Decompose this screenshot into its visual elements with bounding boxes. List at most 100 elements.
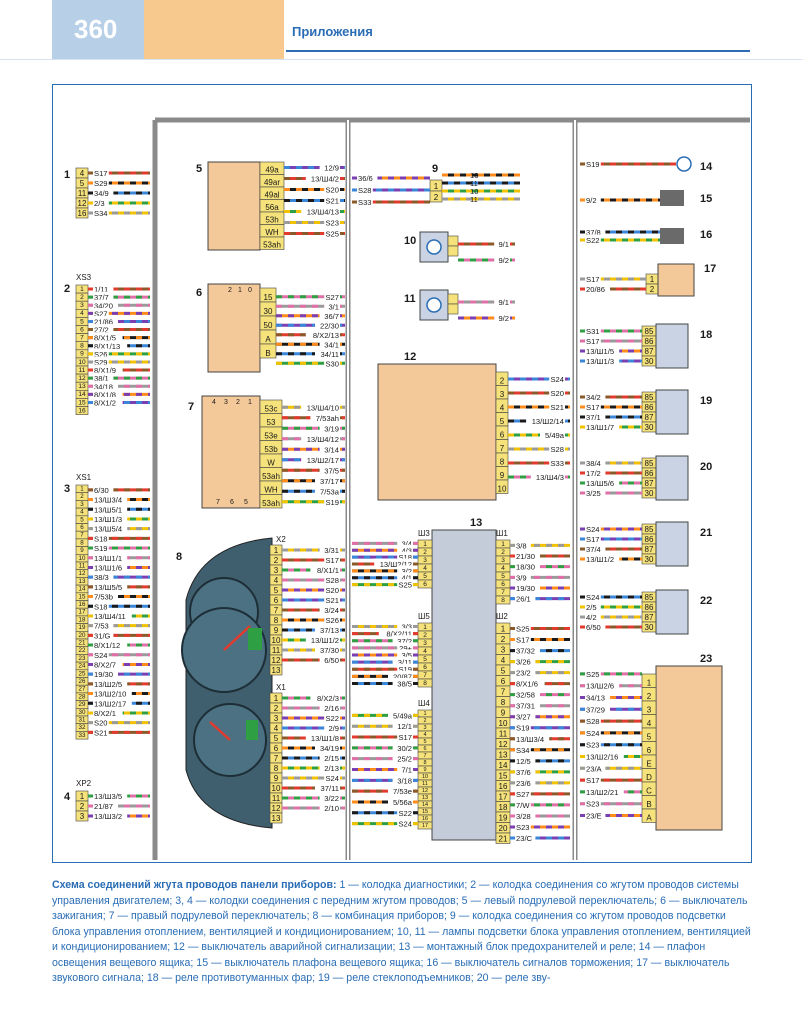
relay-22-body	[655, 589, 689, 635]
component-23-pin-label: C	[646, 786, 652, 795]
relay-18-pin-label: 86	[645, 337, 654, 346]
component-4-pin-label: 3	[80, 812, 85, 821]
fuse-block-sh4-wire-label-bg	[397, 731, 413, 741]
relay-22-number: 22	[700, 595, 712, 607]
component-8-x2-wire-label-bg	[324, 614, 340, 624]
component-6-pin-label: B	[265, 349, 270, 358]
component-23-pin-label: D	[646, 773, 652, 782]
fuse-block-sh1-pin-label: 1	[501, 541, 505, 548]
component-5-pin-label: 49al	[264, 190, 279, 199]
fuse-block-sh4-pin-label: 15	[422, 809, 428, 815]
relay-21-wire-label-bg	[585, 543, 606, 553]
component-10-wire-label: 9/2	[498, 256, 509, 265]
relay-20-number: 20	[700, 461, 712, 473]
component-23-pin-label: 2	[647, 692, 652, 701]
component-3-wire-label: 13/Ш1/6	[94, 563, 122, 572]
component-6-wire-label-bg	[324, 357, 340, 367]
relay-19-pin-label: 86	[645, 403, 654, 412]
component-3-wire-label-bg	[93, 649, 109, 659]
fuse-block-sh1-wire-label-bg	[515, 539, 531, 549]
component-11-pin	[447, 303, 459, 315]
fuse-block-sh1-pin-label: 5	[501, 573, 505, 580]
component-5-number: 5	[196, 163, 202, 175]
component-23-wire-label: S17	[586, 776, 600, 785]
component-3-wire-label: 13/Ш5/4	[94, 525, 122, 534]
component-12-wire-label: S21	[550, 403, 564, 412]
component-23-pin-label: A	[646, 813, 652, 822]
component-7-position-label: 7	[216, 499, 220, 506]
component-17-wire-label-bg	[585, 273, 601, 283]
relay-20-pin-label: 85	[645, 459, 654, 468]
fuse-block-sh5-wire-label: 3/11	[398, 658, 412, 667]
fuse-block-sh2-wire-label: 23/6	[516, 779, 531, 788]
component-1-wire-label-bg	[93, 167, 109, 177]
component-3-wire-label: S18	[94, 534, 108, 543]
component-3-pin-label: 26	[79, 678, 86, 685]
component-8-x2-pin	[269, 664, 283, 676]
fuse-block-sh3-wire-label-bg	[397, 579, 413, 589]
component-6-wire-label: 36/7	[324, 312, 339, 321]
component-4-wire-label: 21/87	[94, 802, 113, 811]
component-2-pin-label: 13	[78, 383, 86, 390]
relay-20-pin-label: 30	[645, 489, 654, 498]
fuse-block-sh2-wire-label: 23/C	[516, 834, 533, 843]
fuse-block-sh2-wire-label: 37/6	[516, 768, 531, 777]
component-7-wire-label-bg	[319, 422, 340, 432]
component-2-wire-label-bg	[93, 332, 123, 342]
component-3-pin-label: 29	[79, 701, 86, 708]
component-8-x2-pin-label: 5	[274, 586, 279, 595]
component-3-pin-label: 23	[79, 655, 86, 662]
component-8-x1-wire-label: 34/19	[320, 744, 339, 753]
component-3-wire-label-bg	[93, 610, 132, 620]
component-3-wire-label: 6/30	[94, 486, 109, 495]
component-7-position-label: 1	[248, 399, 252, 406]
component-3-pin-label: 20	[79, 632, 86, 639]
component-4-wire-label: 13/Ш3/5	[94, 792, 122, 801]
component-3-wire-label: 13/Ш5/1	[94, 505, 122, 514]
component-1-wire-label-bg	[93, 197, 109, 207]
fuse-block-sh4-wire-label: 25/2	[397, 755, 412, 764]
relay-20-pin-label: 86	[645, 469, 654, 478]
component-14-wire-label-bg	[585, 158, 601, 168]
fuse-block-sh5-wire-label: 38/5	[397, 679, 412, 688]
glove-box-lamp-icon	[676, 156, 692, 172]
component-3-wire-label: 13/Ш2/10	[94, 690, 126, 699]
component-8-x1-wire-label-bg	[319, 792, 340, 802]
relay-22-wire-label: 6/50	[586, 623, 601, 632]
fuse-block-sh5-wire-label-bg	[397, 663, 413, 673]
fuse-block-sh4-wire-label: 3/18	[397, 776, 412, 785]
component-6-position-label: 2	[228, 287, 232, 294]
fuse-block-sh2-wire-label: S17	[516, 636, 530, 645]
component-4-wire-label: 13/Ш3/2	[94, 812, 122, 821]
component-23-wire-label-bg	[585, 668, 601, 678]
component-8-x1-wire-label-bg	[319, 702, 340, 712]
relay-20-wire-label-bg	[585, 477, 620, 487]
component-4-pin-label: 2	[80, 802, 85, 811]
fuse-block-sh5-wire-label: 3/3	[401, 623, 412, 632]
component-3-pin-label: 30	[79, 709, 86, 716]
component-6-wire-label-bg	[319, 338, 340, 348]
component-7-wire-label: 13/Ш2/17	[307, 456, 339, 465]
component-3-pin-label: 10	[79, 555, 86, 562]
component-23-wire-label-bg	[585, 680, 620, 690]
relay-18-pin-label: 85	[645, 327, 654, 336]
component-6-wire-label: 8/X2/13	[313, 331, 339, 340]
component-3-wire-label-bg	[93, 542, 109, 552]
component-5-pin-label: 53ah	[263, 240, 281, 249]
component-1-number: 1	[64, 169, 70, 181]
component-8-x1-wire-label: S24	[325, 774, 339, 783]
relay-21-wire-label: 13/Ш1/2	[586, 555, 614, 564]
component-1-pin-label: 4	[80, 169, 85, 178]
component-8-x1-pin	[269, 812, 283, 824]
fuse-block-sh2-wire-label: 37/32	[516, 647, 535, 656]
relay-22-wire-label: 4/2	[586, 613, 597, 622]
fuse-block-sh1-title: Ш1	[496, 529, 508, 538]
component-2-wire-label-bg	[93, 307, 109, 317]
component-8-x1-pin-label: 7	[274, 754, 279, 763]
relay-21-wire-label: S17	[586, 535, 600, 544]
component-9-left-wire-label: S33	[358, 198, 372, 207]
component-2-wire-label: S29	[94, 358, 108, 367]
relay-21-pin-label: 87	[645, 545, 654, 554]
component-1-pin-label: 16	[78, 209, 87, 218]
component-5-wire-label-bg	[324, 228, 340, 237]
